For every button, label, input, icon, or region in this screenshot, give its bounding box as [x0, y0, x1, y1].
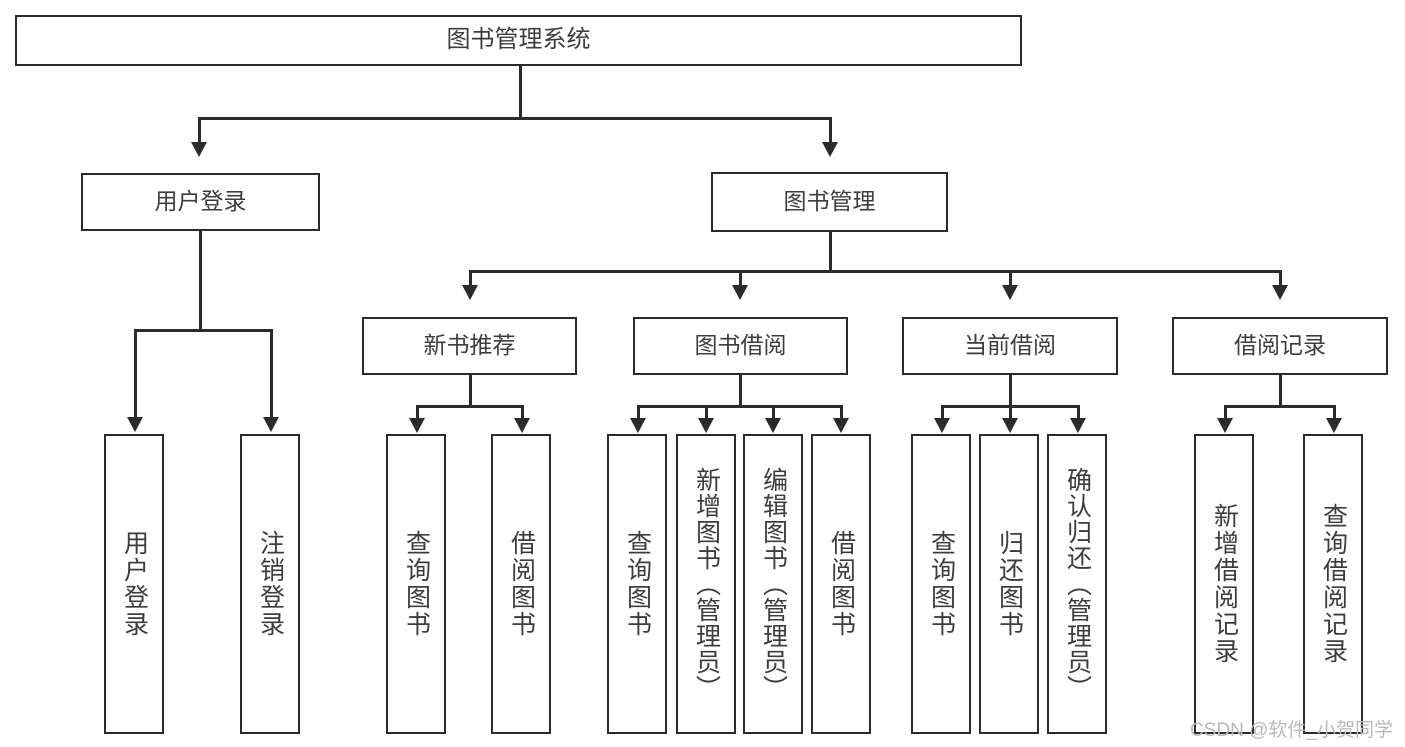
node-label: 归还图书 — [995, 530, 1024, 638]
arrow-to-leaf-query-book-3 — [934, 418, 950, 433]
arrow-to-leaf-query-book-1 — [409, 418, 425, 433]
arrow-to-leaf-add-borrow-record — [1217, 418, 1233, 433]
edge-nbr-bus — [416, 405, 523, 408]
edge-br-drop-2 — [1333, 405, 1336, 420]
node-label: 图书管理 — [783, 188, 876, 215]
node-leaf-return-book[interactable]: 归还图书 — [979, 434, 1039, 734]
edge-bb-drop-3 — [772, 405, 775, 420]
node-label: 借阅图书 — [507, 530, 536, 638]
node-leaf-confirm-return-admin[interactable]: 确认归还（管理员） — [1047, 434, 1107, 734]
edge-br-stem — [1279, 375, 1282, 407]
node-label: 新增图书（管理员） — [692, 467, 721, 701]
edge-user-login-stem — [199, 231, 202, 331]
arrow-to-leaf-query-book-2 — [630, 418, 646, 433]
arrow-to-leaf-borrow-book-1 — [514, 418, 530, 433]
node-label: 编辑图书（管理员） — [759, 467, 788, 701]
node-label: 查询图书 — [927, 530, 956, 638]
arrow-to-leaf-logout — [263, 417, 279, 432]
node-user-login[interactable]: 用户登录 — [81, 173, 320, 231]
arrow-to-book-management — [822, 142, 838, 157]
arrow-to-leaf-return-book — [1002, 418, 1018, 433]
edge-bm-drop-2 — [739, 270, 742, 287]
edge-cb-drop-2 — [1009, 405, 1012, 420]
edge-bb-stem — [739, 375, 742, 407]
arrow-to-leaf-query-borrow-record — [1326, 418, 1342, 433]
arrow-to-current-borrow — [1002, 285, 1018, 300]
arrow-to-leaf-user-login — [127, 417, 143, 432]
node-leaf-borrow-book-recommend[interactable]: 借阅图书 — [491, 434, 551, 734]
node-label: 用户登录 — [154, 188, 247, 215]
node-leaf-query-book-recommend[interactable]: 查询图书 — [386, 434, 446, 734]
node-label: 新书推荐 — [423, 332, 516, 359]
arrow-to-leaf-add-book-admin — [698, 418, 714, 433]
edge-user-login-bus — [134, 329, 272, 332]
node-book-borrow[interactable]: 图书借阅 — [633, 317, 848, 375]
node-label: 查询图书 — [623, 530, 652, 638]
node-label: 新增借阅记录 — [1210, 503, 1239, 665]
node-label: 借阅记录 — [1234, 332, 1326, 359]
arrow-to-new-book-recommend — [462, 285, 478, 300]
arrow-to-leaf-borrow-book-2 — [833, 418, 849, 433]
node-leaf-query-borrow-record[interactable]: 查询借阅记录 — [1303, 434, 1363, 734]
node-label: 图书借阅 — [694, 332, 787, 359]
arrow-to-book-borrow — [732, 285, 748, 300]
edge-nbr-drop-2 — [521, 405, 524, 420]
node-book-management[interactable]: 图书管理 — [711, 172, 948, 232]
edge-br-drop-1 — [1224, 405, 1227, 420]
node-book-management-system[interactable]: 图书管理系统 — [15, 15, 1022, 66]
edge-cb-drop-1 — [941, 405, 944, 420]
edge-bm-drop-4 — [1279, 270, 1282, 287]
edge-nbr-drop-1 — [416, 405, 419, 420]
node-label: 借阅图书 — [827, 530, 856, 638]
arrow-to-user-login — [191, 142, 207, 157]
edge-book-management-stem — [829, 232, 832, 272]
edge-nbr-stem — [469, 375, 472, 407]
node-label: 当前借阅 — [964, 332, 1056, 359]
node-leaf-add-book-admin[interactable]: 新增图书（管理员） — [676, 434, 736, 734]
arrow-to-leaf-confirm-return-admin — [1070, 418, 1086, 433]
edge-bm-drop-3 — [1009, 270, 1012, 287]
edge-root-stem — [519, 66, 522, 119]
edge-bm-drop-1 — [469, 270, 472, 287]
node-leaf-add-borrow-record[interactable]: 新增借阅记录 — [1194, 434, 1254, 734]
edge-cb-stem — [1009, 375, 1012, 407]
node-leaf-borrow-book-borrow[interactable]: 借阅图书 — [811, 434, 871, 734]
edge-bb-bus — [637, 405, 842, 408]
edge-root-to-user-login — [198, 117, 201, 144]
edge-user-login-drop-1 — [134, 329, 137, 419]
node-label: 图书管理系统 — [446, 26, 591, 54]
node-borrow-record[interactable]: 借阅记录 — [1172, 317, 1388, 375]
edge-book-management-bus — [469, 270, 1281, 273]
edge-bb-drop-4 — [840, 405, 843, 420]
node-leaf-query-book-current[interactable]: 查询图书 — [911, 434, 971, 734]
edge-cb-drop-3 — [1077, 405, 1080, 420]
node-label: 注销登录 — [256, 530, 285, 638]
node-label: 查询图书 — [402, 530, 431, 638]
arrow-to-leaf-edit-book-admin — [765, 418, 781, 433]
node-label: 确认归还（管理员） — [1063, 467, 1092, 701]
node-current-borrow[interactable]: 当前借阅 — [902, 317, 1118, 375]
edge-br-bus — [1224, 405, 1335, 408]
node-new-book-recommend[interactable]: 新书推荐 — [362, 317, 577, 375]
edge-bb-drop-1 — [637, 405, 640, 420]
node-leaf-logout[interactable]: 注销登录 — [240, 434, 300, 734]
node-label: 查询借阅记录 — [1319, 503, 1348, 665]
arrow-to-borrow-record — [1272, 285, 1288, 300]
edge-user-login-drop-2 — [270, 329, 273, 419]
node-leaf-query-book-borrow[interactable]: 查询图书 — [607, 434, 667, 734]
edge-bb-drop-2 — [705, 405, 708, 420]
node-label: 用户登录 — [120, 530, 149, 638]
edge-root-bus — [198, 117, 831, 120]
node-leaf-user-login[interactable]: 用户登录 — [104, 434, 164, 734]
edge-root-to-book-management — [829, 117, 832, 144]
node-leaf-edit-book-admin[interactable]: 编辑图书（管理员） — [743, 434, 803, 734]
